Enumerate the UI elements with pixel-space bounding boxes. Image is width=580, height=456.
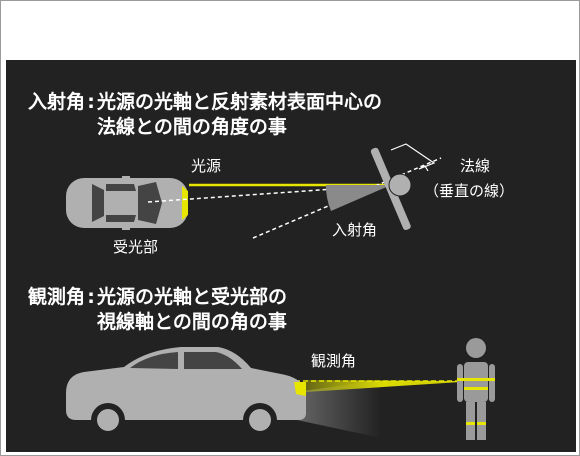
person-icon xyxy=(457,338,495,440)
observation-angle-label: 観測角 xyxy=(311,352,357,370)
car-side-view-icon xyxy=(66,347,306,437)
observation-definition-line-1: 光源の光軸と受光部の xyxy=(97,286,288,308)
incidence-angle-wedge xyxy=(325,185,391,211)
observation-definition-line-2: 視線軸との間の角の事 xyxy=(97,311,287,333)
incidence-definition: 入射角: 光源の光軸と反射素材表面中心の 法線との間の角度の事 xyxy=(28,90,382,140)
incidence-definition-line-2: 法線との間の角度の事 xyxy=(97,116,287,138)
car-top-view-icon xyxy=(66,176,188,230)
header-blank-area xyxy=(6,6,576,60)
diagram-panel: 入射角: 光源の光軸と反射素材表面中心の 法線との間の角度の事 観測角: 光源の… xyxy=(6,60,576,452)
incidence-term: 入射角 xyxy=(28,91,86,113)
incidence-angle-label: 入射角 xyxy=(332,221,378,239)
normal-note-label: （垂直の線） xyxy=(424,182,515,200)
incidence-definition-line-1: 光源の光軸と反射素材表面中心の xyxy=(97,91,383,113)
light-source-label: 光源 xyxy=(191,157,222,175)
incidence-colon: : xyxy=(87,91,95,113)
observation-definition: 観測角: 光源の光軸と受光部の 視線軸との間の角の事 xyxy=(28,285,287,335)
observation-term: 観測角 xyxy=(28,286,86,308)
receiver-label: 受光部 xyxy=(113,238,159,256)
normal-line xyxy=(252,157,442,239)
observation-angle-beam xyxy=(306,380,461,392)
observation-colon: : xyxy=(87,286,95,308)
normal-label: 法線 xyxy=(460,157,491,175)
retroreflector-icon xyxy=(370,143,436,231)
diagram-drawing xyxy=(66,143,495,440)
receiver-axis xyxy=(147,184,392,203)
